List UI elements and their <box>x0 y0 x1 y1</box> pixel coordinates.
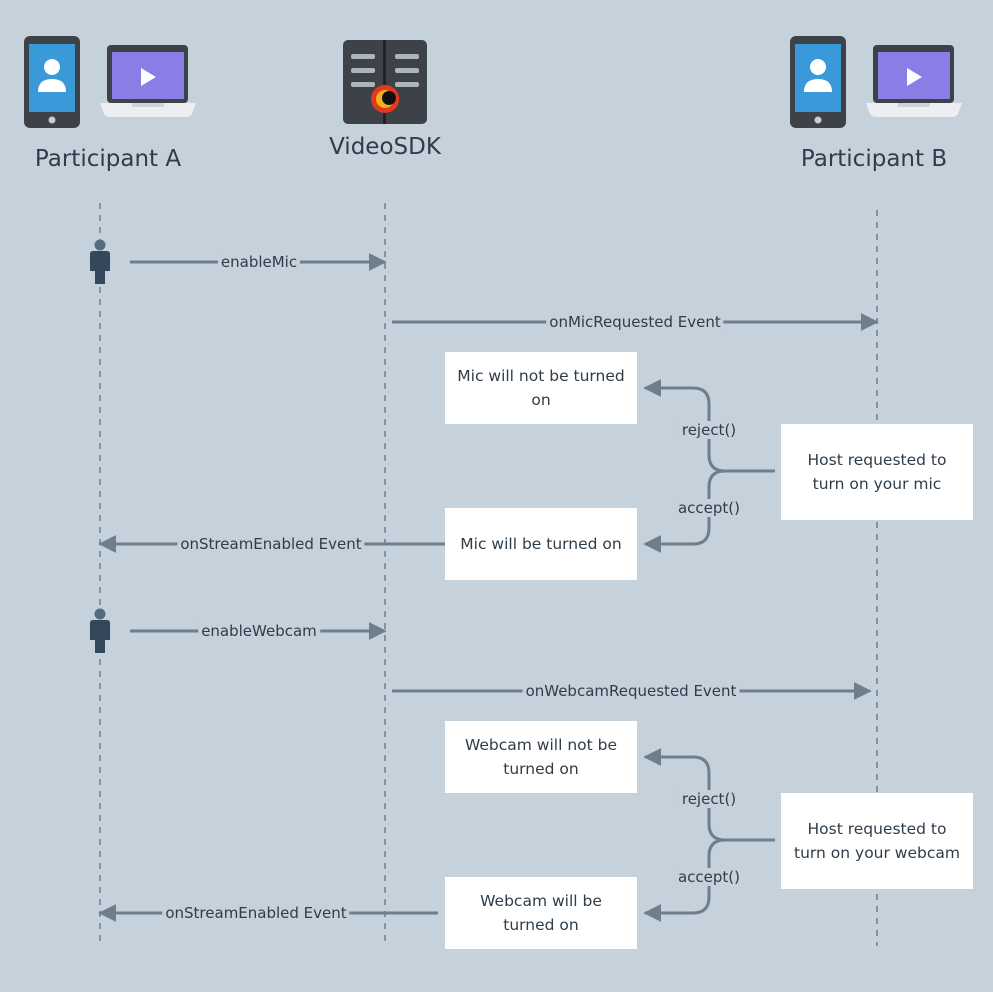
host-webcam-request-box: Host requested to turn on your webcam <box>781 793 973 889</box>
branch-label-reject: reject() <box>678 421 740 439</box>
mic-accepted-box: Mic will be turned on <box>445 508 637 580</box>
message-label-webcam-requested: onWebcamRequested Event <box>522 682 740 700</box>
laptop-icon <box>100 45 196 117</box>
branch-line-host-webcam-accept <box>643 838 726 922</box>
participant-b-heading: Participant B <box>800 146 948 172</box>
phone-icon <box>790 36 846 128</box>
branch-label-reject: reject() <box>678 790 740 808</box>
webcam-rejected-box: Webcam will not be turned on <box>445 721 637 793</box>
videosdk-heading: VideoSDK <box>329 134 441 160</box>
branch-label-accept: accept() <box>674 868 744 886</box>
person-icon <box>90 608 110 653</box>
laptop-icon <box>866 45 962 117</box>
message-label-stream-enabled: onStreamEnabled Event <box>177 535 365 553</box>
message-label-enable-webcam: enableWebcam <box>198 622 320 640</box>
person-icon <box>90 239 110 284</box>
message-label-mic-requested: onMicRequested Event <box>546 313 724 331</box>
phone-icon <box>24 36 80 128</box>
host-mic-request-box: Host requested to turn on your mic <box>781 424 973 520</box>
message-label-enable-mic: enableMic <box>217 253 301 271</box>
mic-rejected-box: Mic will not be turned on <box>445 352 637 424</box>
participant-a-heading: Participant A <box>34 146 182 172</box>
message-label-stream-enabled: onStreamEnabled Event <box>162 904 350 922</box>
webcam-accepted-box: Webcam will be turned on <box>445 877 637 949</box>
branch-line-host-mic-accept <box>643 469 726 553</box>
server-icon <box>343 40 427 124</box>
branch-label-accept: accept() <box>674 499 744 517</box>
